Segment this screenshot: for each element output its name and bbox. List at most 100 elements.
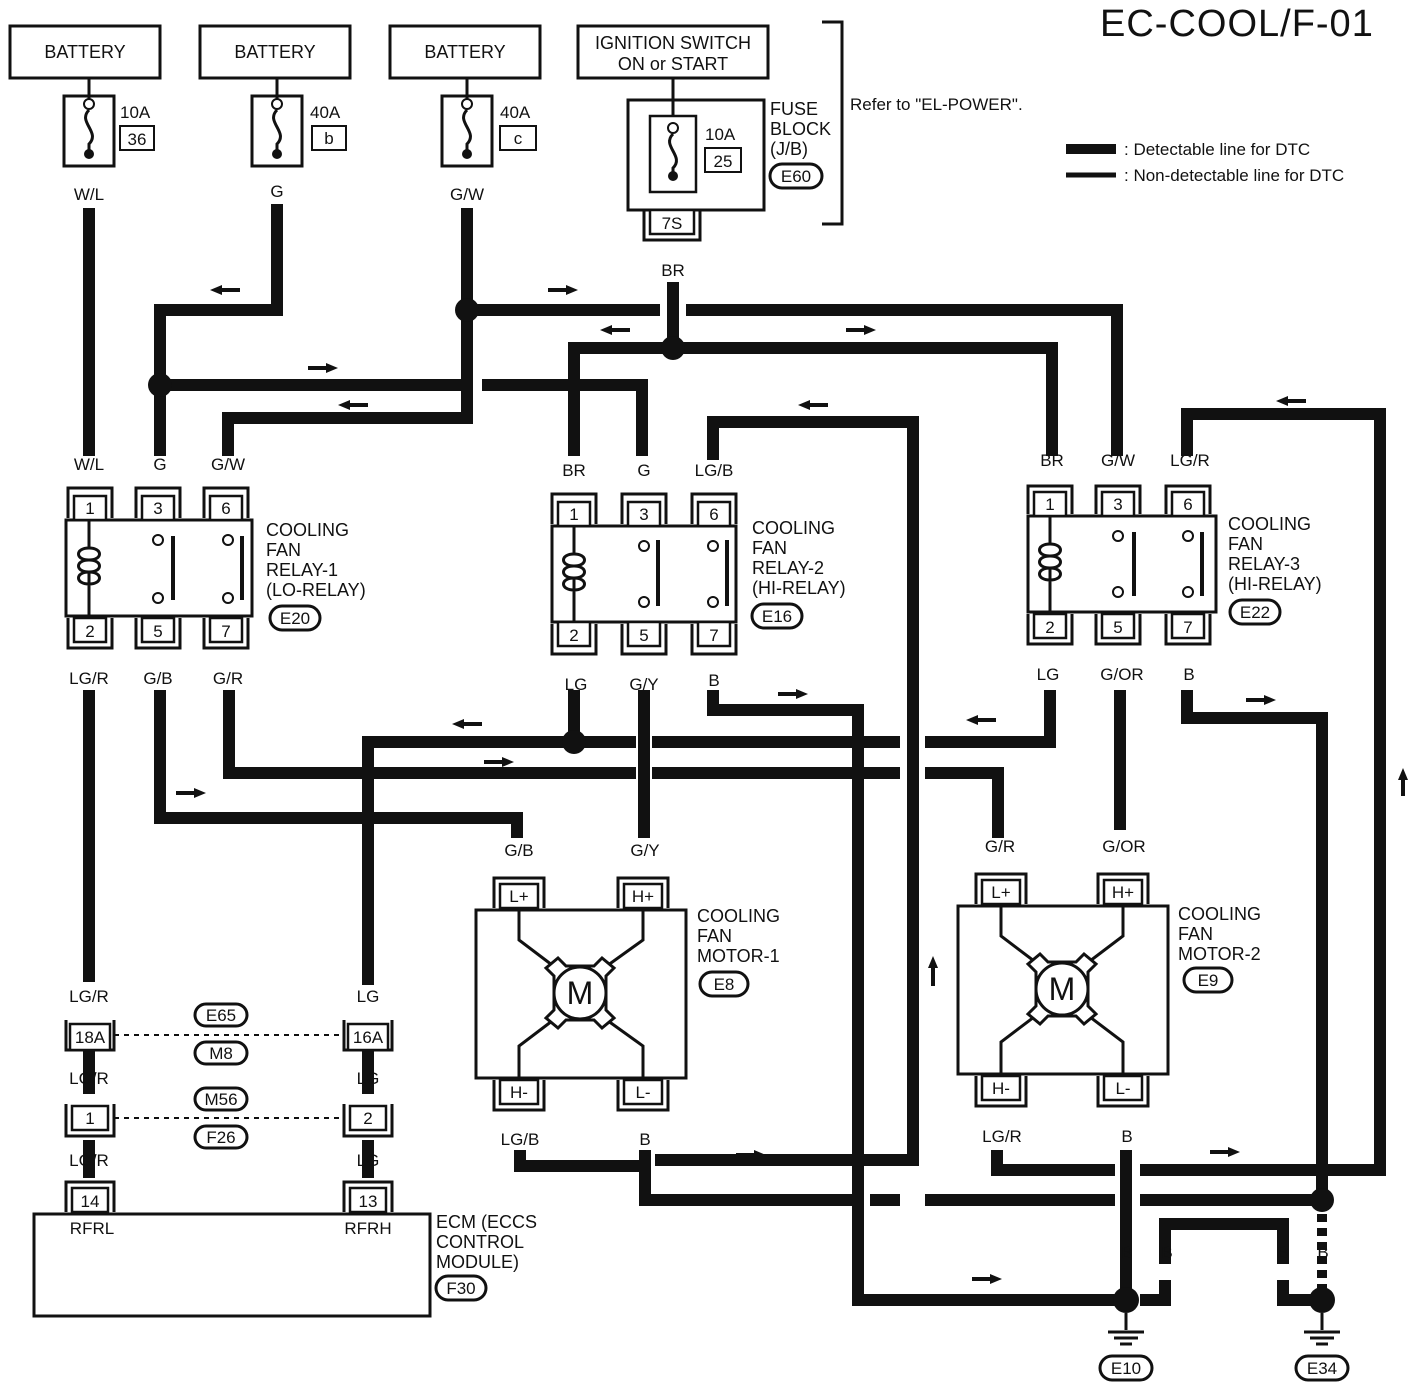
battery-3: BATTERY: [388, 24, 542, 80]
relay-2-pin: 5: [639, 626, 648, 645]
arrow-left-icon: [966, 715, 996, 725]
relay-3-pin: 1: [1045, 495, 1054, 514]
ground-e34-wire: B: [1277, 1243, 1288, 1262]
relay-3-wire: BR: [1040, 451, 1064, 470]
splice-node: [455, 298, 479, 322]
relay-2-pin: 2: [569, 626, 578, 645]
ground-e34: [1294, 1313, 1350, 1382]
ecm-wire-label: LG/R: [69, 1151, 109, 1170]
arrow-right-icon: [736, 1150, 766, 1160]
ecm-module: [32, 1180, 432, 1318]
relay-1-wire: G/W: [211, 455, 245, 474]
relay-2-wire: BR: [562, 461, 586, 480]
motor-icon: [1034, 961, 1090, 1017]
cooling-fan-motor-2: [956, 872, 1170, 1108]
relay-1-wire: G: [153, 455, 166, 474]
ground-e10: [1098, 1313, 1154, 1382]
motor-2-name: COOLING: [1178, 904, 1261, 924]
arrow-left-icon: [1276, 396, 1306, 406]
arrow-left-icon: [338, 400, 368, 410]
fuse-3-id: c: [514, 129, 523, 148]
fuse-2-id: b: [324, 129, 333, 148]
wiring-lines: [83, 204, 1386, 1306]
motor-2-wire: LG/R: [982, 1127, 1022, 1146]
motor-1-wire: G/Y: [630, 841, 659, 860]
motor-2-pin: L-: [1115, 1079, 1130, 1098]
fuse-block-line-2: BLOCK: [770, 119, 831, 139]
relay-3-pin: 7: [1183, 618, 1192, 637]
splice-node: [148, 373, 172, 397]
fuse-block-line-1: FUSE: [770, 99, 818, 119]
ground-node-e34: [1309, 1287, 1335, 1313]
legend-non-detectable-label: : Non-detectable line for DTC: [1124, 166, 1344, 185]
relay-3-pin: 6: [1183, 495, 1192, 514]
relay-1-wire: W/L: [74, 455, 104, 474]
relay-2-wire: G/Y: [629, 675, 658, 694]
relay-3-wire: G/W: [1101, 451, 1135, 470]
ground-e10-wire: B: [1161, 1243, 1172, 1262]
relay-3-name: (HI-RELAY): [1228, 574, 1322, 594]
arrow-up-icon: [928, 956, 938, 986]
ecm-name: ECM (ECCS: [436, 1212, 537, 1232]
arrow-right-icon: [548, 285, 578, 295]
motor-1-pin: H+: [632, 887, 654, 906]
motor-1-name: MOTOR-1: [697, 946, 780, 966]
relay-1-pin: 6: [221, 499, 230, 518]
direction-arrows: [176, 285, 1408, 1284]
ground-node-e10: [1113, 1287, 1139, 1313]
fuse-1: 10A 36: [62, 78, 155, 168]
inline-tag: E65: [206, 1006, 236, 1025]
ecm-wire-label: LG/R: [69, 987, 109, 1006]
ecm-wire-label: LG: [357, 1151, 380, 1170]
ground-e34-wire: B: [1317, 1243, 1328, 1262]
ecm-pin: 14: [81, 1192, 100, 1211]
battery-1-label: BATTERY: [44, 42, 125, 62]
inline-pin: 2: [363, 1109, 372, 1128]
wire-fuse-block: BR: [661, 261, 685, 280]
relay-2-connector: E16: [762, 607, 792, 626]
motor-1-wire: B: [639, 1130, 650, 1149]
fuse-3-icon: [462, 108, 472, 150]
relay-2-wire: B: [708, 671, 719, 690]
arrow-right-icon: [846, 325, 876, 335]
fuse-block-line-3: (J/B): [770, 139, 808, 159]
relay-3-wire: B: [1183, 665, 1194, 684]
fuse-3: 40A c: [440, 78, 537, 168]
ground-e10-wire: B: [1121, 1243, 1132, 1262]
relay-3-name: COOLING: [1228, 514, 1311, 534]
ecm-wire-label: LG: [357, 1069, 380, 1088]
relay-3-pin: 3: [1113, 495, 1122, 514]
relay-3-wire: LG: [1037, 665, 1060, 684]
inline-tag: F26: [206, 1128, 235, 1147]
motor-2-wire: G/R: [985, 837, 1015, 856]
relay-2-wire: G: [637, 461, 650, 480]
relay-coil-icon: [562, 552, 586, 596]
motor-1-name: COOLING: [697, 906, 780, 926]
cooling-fan-relay-2: [550, 492, 738, 656]
battery-1: BATTERY: [8, 24, 162, 80]
relay-2-name: FAN: [752, 538, 787, 558]
relay-1-wire: G/B: [143, 669, 172, 688]
ecm-wire-label: LG: [357, 987, 380, 1006]
wire-fuse-3: G/W: [450, 185, 484, 204]
arrow-left-icon: [452, 719, 482, 729]
cooling-fan-relay-3: [1026, 484, 1218, 646]
battery-2-label: BATTERY: [234, 42, 315, 62]
ecm-pin-name: RFRH: [344, 1219, 391, 1238]
motor-1-name: FAN: [697, 926, 732, 946]
relay-3-wire: LG/R: [1170, 451, 1210, 470]
fuse-block-id: 25: [714, 152, 733, 171]
arrow-left-icon: [600, 325, 630, 335]
relay-2-name: RELAY-2: [752, 558, 824, 578]
diagram-title: EC-COOL/F-01: [1100, 3, 1374, 45]
relay-1-pin: 1: [85, 499, 94, 518]
inline-connector-e65-m8: [64, 1002, 394, 1066]
relay-2-wire: LG/B: [695, 461, 734, 480]
motor-2-pin: L+: [991, 883, 1010, 902]
relay-coil-icon: [77, 546, 101, 590]
inline-tag: M8: [209, 1044, 233, 1063]
fuse-1-icon: [84, 108, 94, 150]
motor-2-pin: H-: [992, 1079, 1010, 1098]
relay-1-name: COOLING: [266, 520, 349, 540]
motor-2-connector: E9: [1198, 971, 1219, 990]
